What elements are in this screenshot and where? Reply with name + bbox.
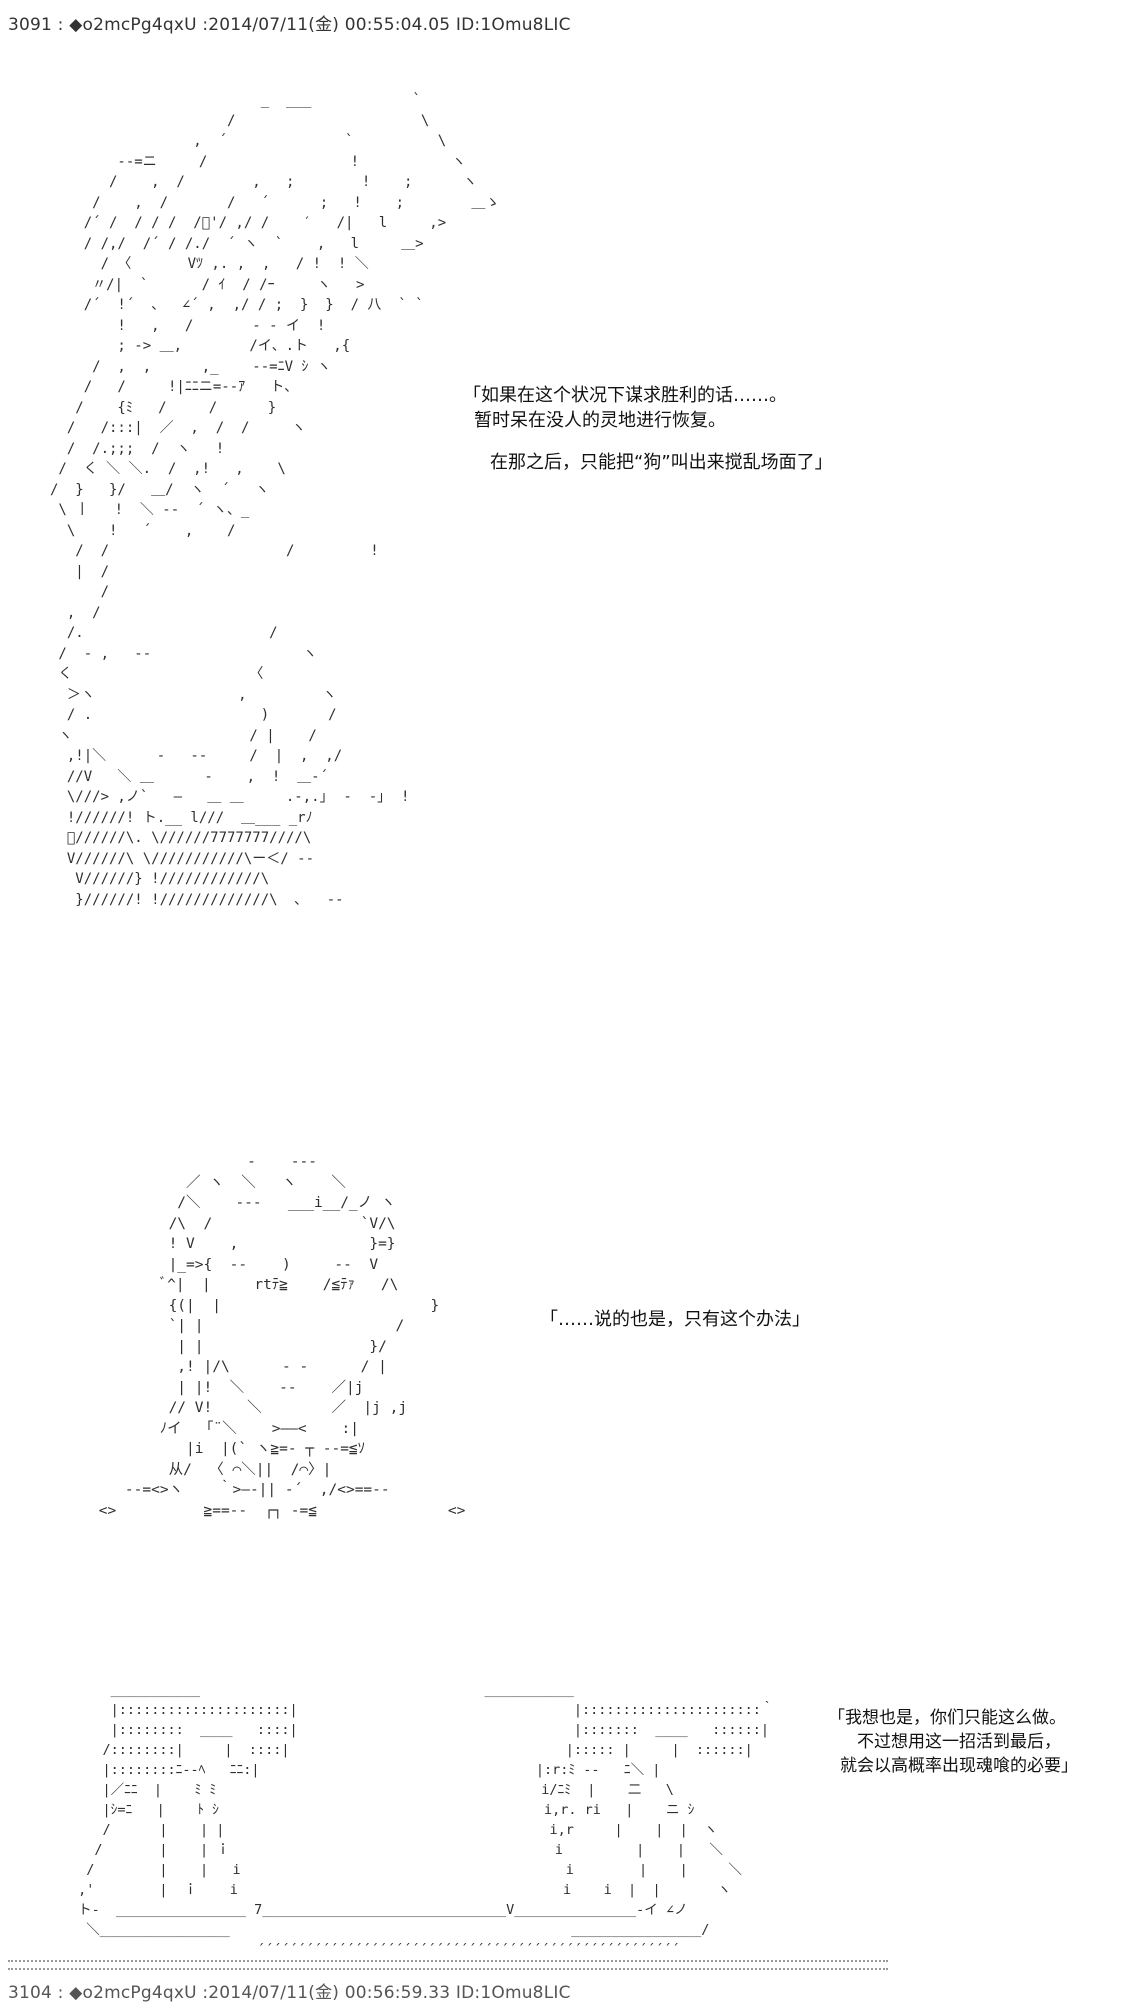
post-separator xyxy=(8,1968,888,1970)
post-separator xyxy=(8,1960,888,1962)
dialogue-line: 「我想也是，你们只能这么做。 xyxy=(828,1708,1066,1728)
ascii-art-character-face: ‐ ‐‐‐ ／ ヽ ＼ ヽ ＼ /＼ ‐‐‐ ___i__/_ノ ヽ /\ / … xyxy=(98,1154,466,1519)
ascii-art-two-pillars: ___________ ___________ |:::::::::::::::… xyxy=(78,1682,775,1958)
dialogue-line: 在那之后，只能把“狗”叫出来搅乱场面了」 xyxy=(490,452,833,473)
dialogue-line: 「……说的也是，只有这个办法」 xyxy=(540,1309,810,1330)
post-header: 3104 : ◆o2mcPg4qxU :2014/07/11(金) 00:56:… xyxy=(8,1983,571,2003)
dialogue-line: 就会以高概率出现魂喰的必要」 xyxy=(840,1756,1078,1776)
ascii-art-hooded-figure: _ ___ ` / \ , ´ ` \ ‐‐=ニ / ! ヽ / , / , ; xyxy=(50,92,500,908)
dialogue-line: 不过想用这一招活到最后， xyxy=(857,1732,1061,1752)
dialogue-line: 暂时呆在没人的灵地进行恢复。 xyxy=(474,410,726,431)
post-header: 3091 : ◆o2mcPg4qxU :2014/07/11(金) 00:55:… xyxy=(8,15,571,35)
dialogue-line: 「如果在这个状况下谋求胜利的话……。 xyxy=(463,385,787,406)
